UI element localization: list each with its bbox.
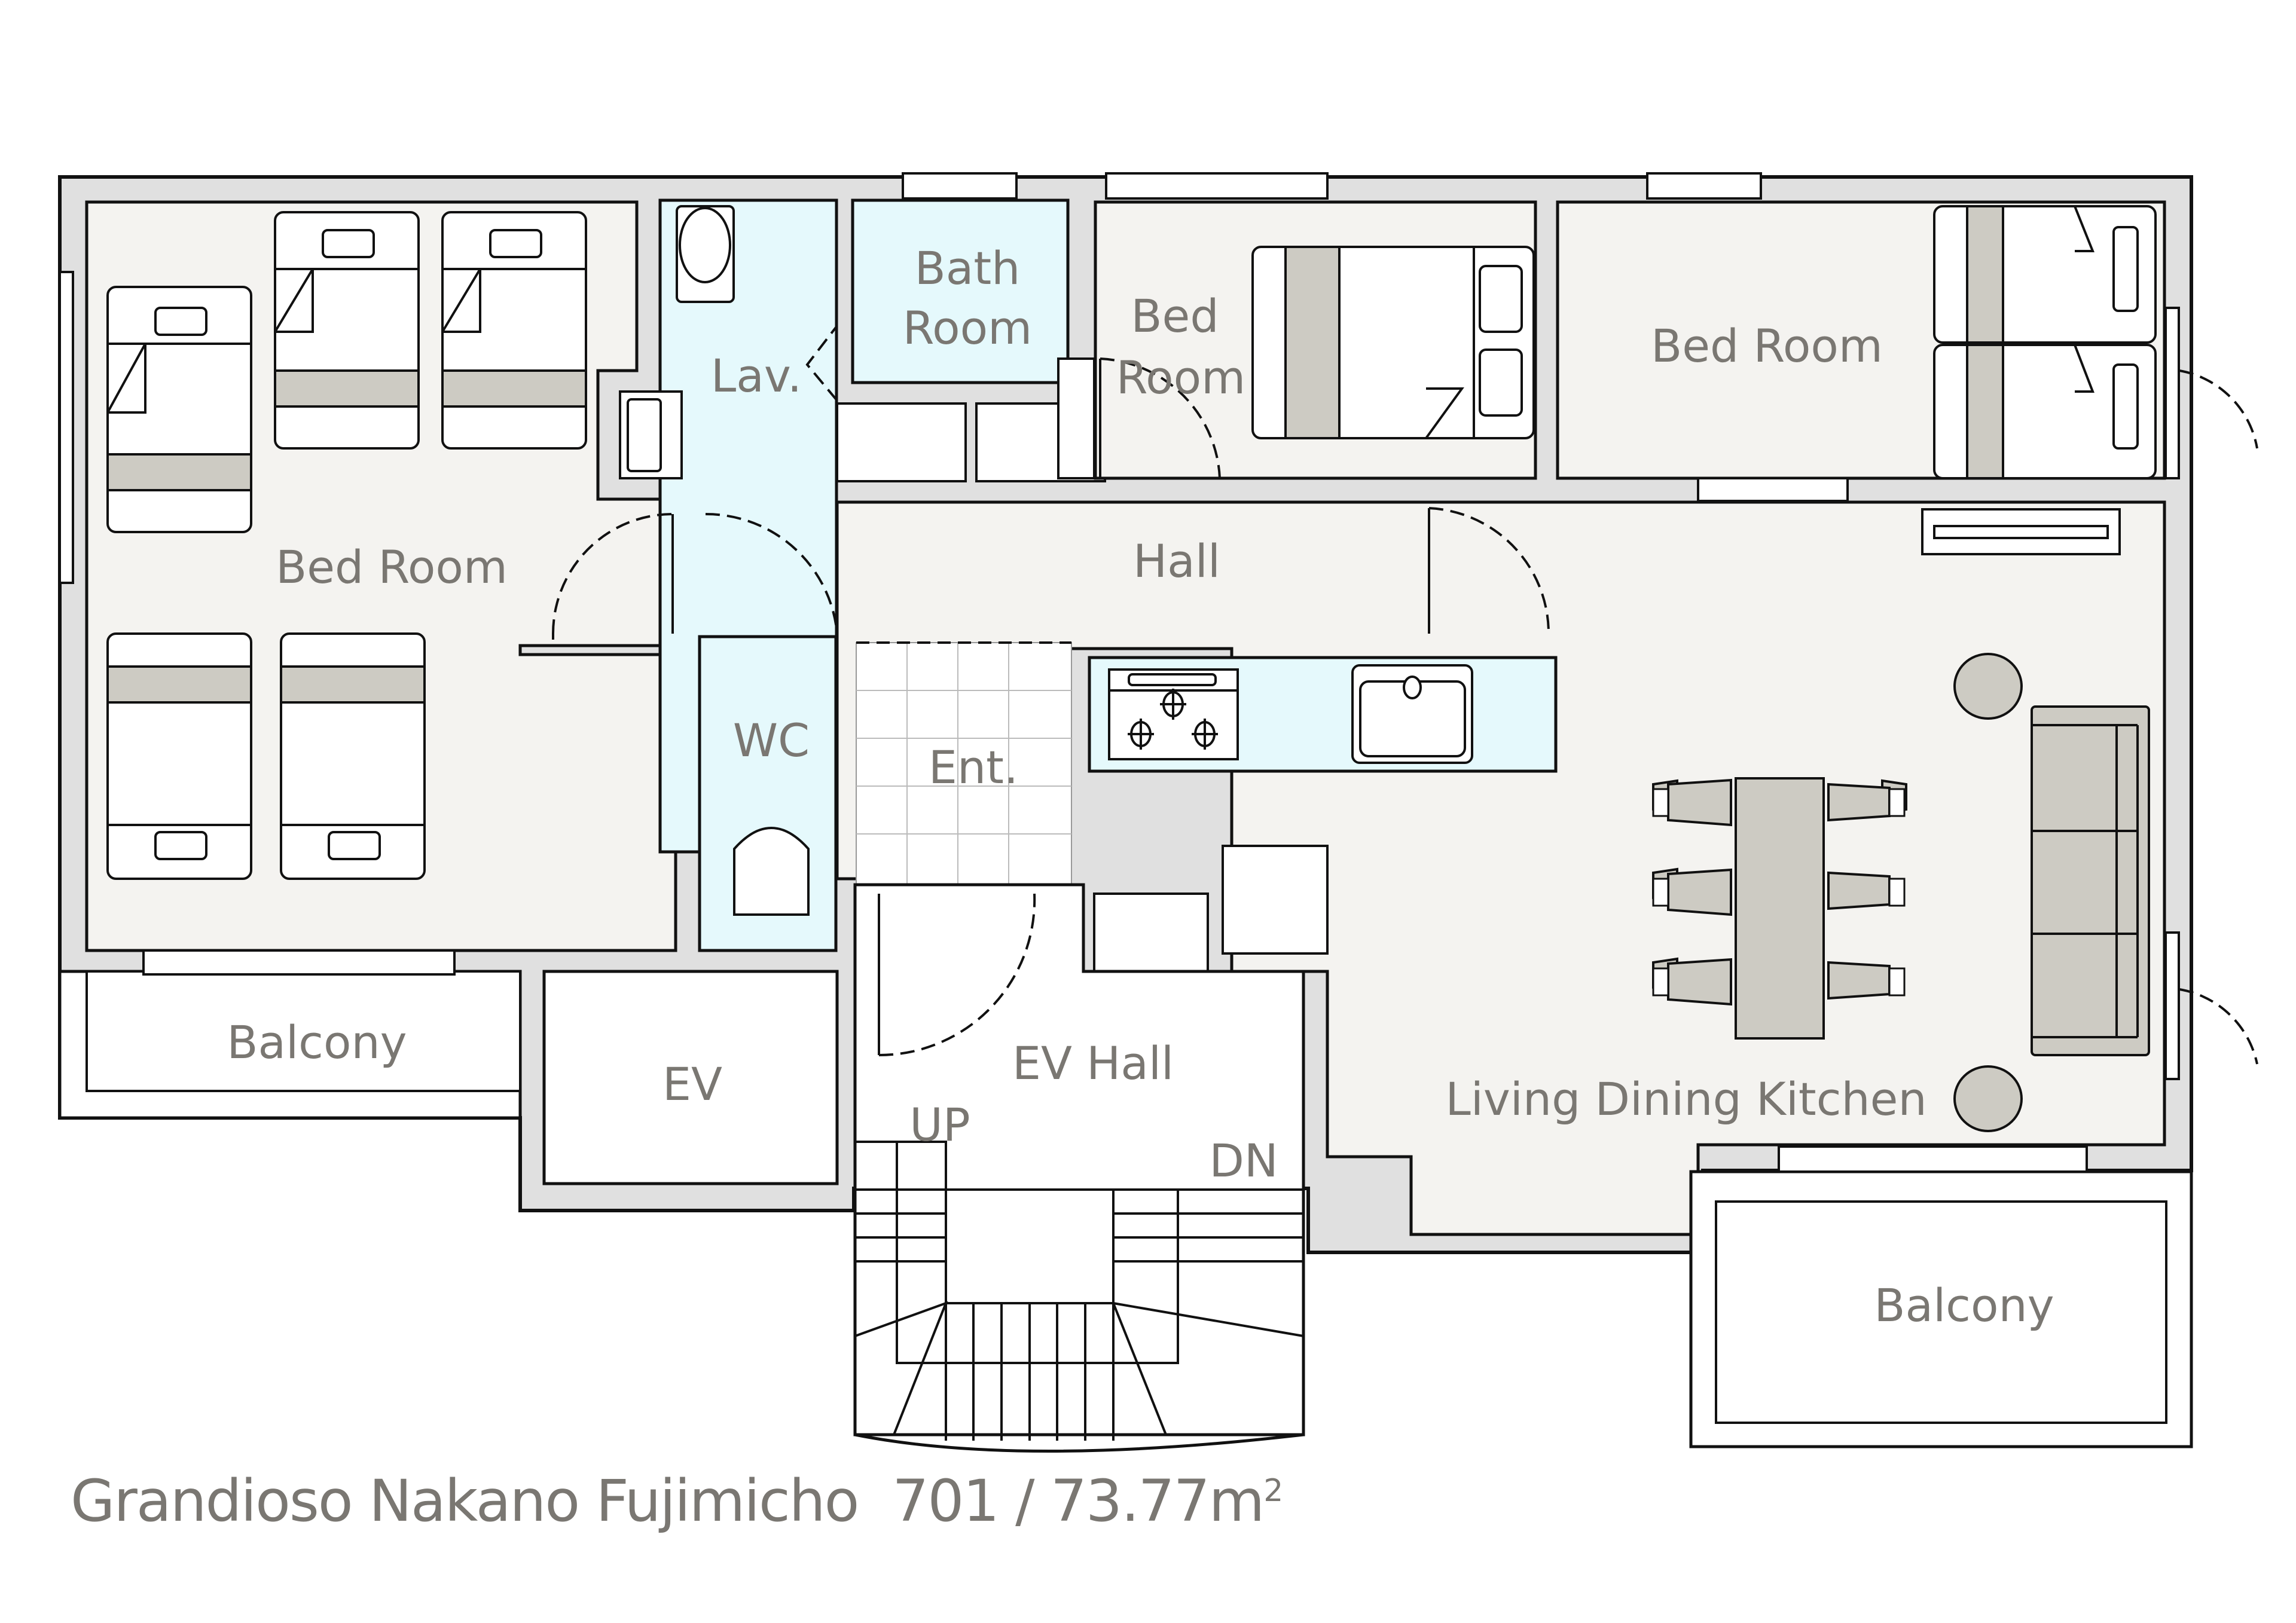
building-name: Grandioso Nakano Fujimicho [71, 1468, 859, 1535]
shoe-storage [1093, 893, 1209, 973]
label-ev-hall: EV Hall [1012, 1037, 1174, 1090]
label-stairs-up: UP [909, 1098, 970, 1151]
label-bedroom-center-2: Room [1116, 351, 1245, 404]
tv-stand [1921, 508, 2121, 555]
area-unit-superscript: 2 [1263, 1473, 1283, 1509]
refrigerator [1222, 845, 1329, 955]
caption-separator: / [1015, 1468, 1034, 1535]
label-balcony-east: Balcony [1874, 1279, 2054, 1332]
staircase [853, 1141, 1305, 1453]
label-wc: WC [733, 714, 810, 767]
label-bedroom-center-1: Bed [1131, 289, 1219, 343]
label-elevator: EV [662, 1057, 722, 1111]
label-balcony-west: Balcony [227, 1016, 407, 1069]
label-bathroom-1: Bath [915, 242, 1021, 295]
toilet [733, 827, 810, 916]
washing-machine [676, 205, 735, 303]
windows [59, 172, 2180, 1173]
label-ldk: Living Dining Kitchen [1445, 1072, 1926, 1126]
label-bedroom-west: Bed Room [276, 540, 508, 594]
room-labels: Bed Room Lav. Bath Room Bed Room Bed Roo… [227, 242, 2054, 1332]
area-value: 73.77 [1050, 1468, 1210, 1535]
plan-caption: Grandioso Nakano Fujimicho 701 / 73.77m2 [71, 1468, 1283, 1535]
floor-bathroom [851, 198, 1070, 384]
label-stairs-down: DN [1209, 1134, 1278, 1187]
door-swings [552, 325, 2258, 1065]
label-hall: Hall [1133, 534, 1220, 588]
floor-elevator [542, 970, 839, 1185]
side-table-bottom [1953, 1065, 2023, 1132]
balcony-east [1689, 1170, 2193, 1448]
unit-number: 701 [892, 1468, 999, 1535]
label-bedroom-east: Bed Room [1651, 319, 1883, 372]
label-lavatory: Lav. [711, 349, 802, 402]
stove [1108, 668, 1239, 760]
kitchen-sink [1351, 664, 1473, 764]
side-table-top [1953, 653, 2023, 720]
beds-west [106, 211, 587, 880]
area-unit: m [1208, 1468, 1265, 1535]
dining-set [1652, 777, 1907, 1040]
sofa [2031, 705, 2150, 1056]
bed-double-center [1251, 246, 1535, 439]
label-bathroom-2: Room [903, 301, 1032, 354]
closet-1 [836, 402, 967, 482]
beds-east [1933, 205, 2157, 479]
floor-entrance [856, 641, 1072, 894]
balcony-west [58, 970, 522, 1120]
washbasin [619, 390, 683, 479]
label-entrance: Ent. [929, 741, 1018, 794]
door-leaves [552, 359, 1430, 1055]
